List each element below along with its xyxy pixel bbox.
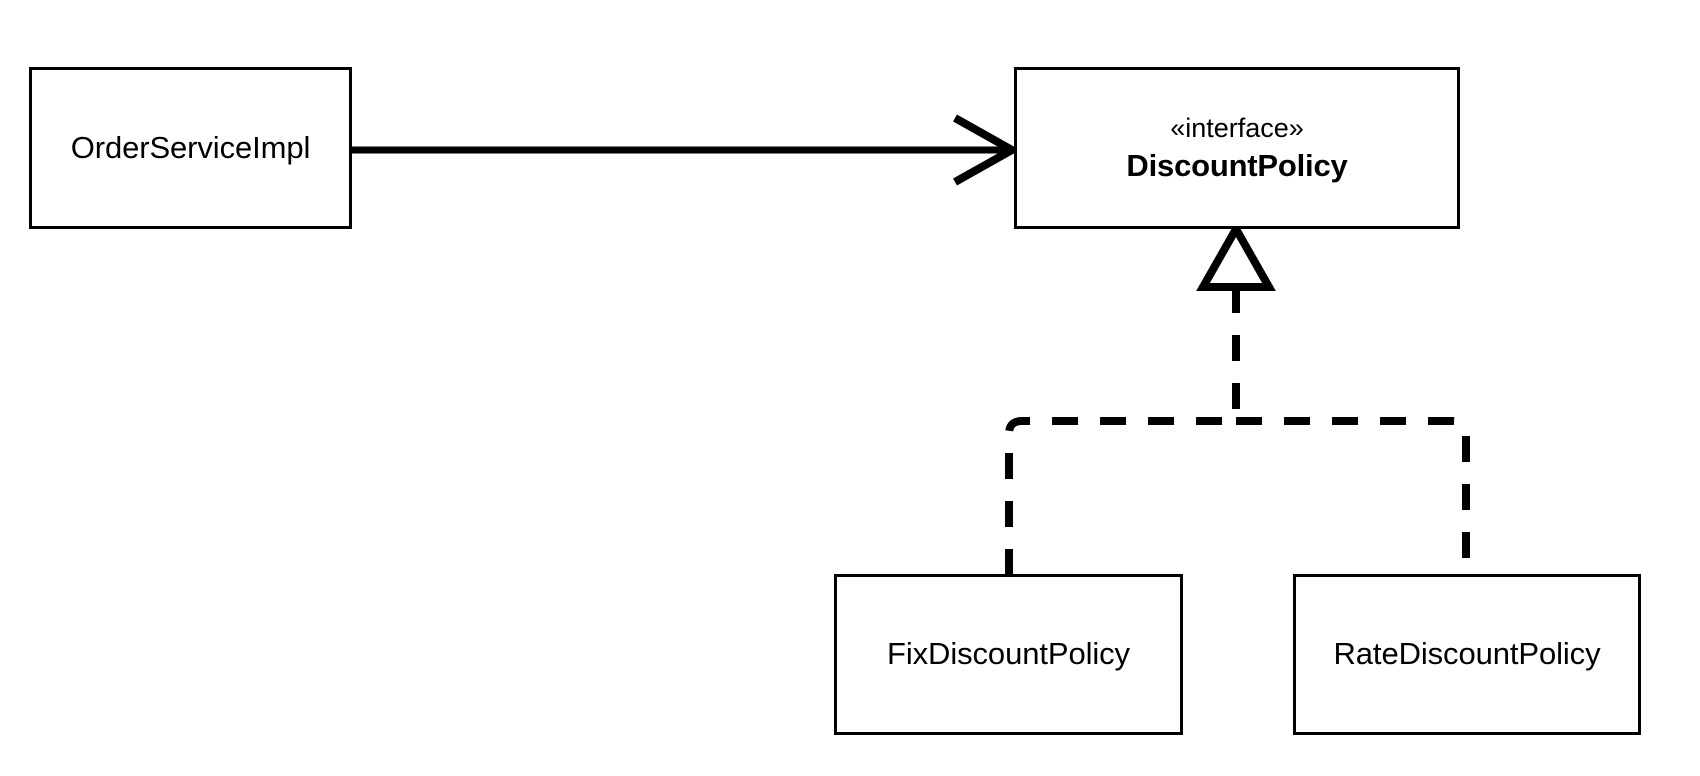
hollow-triangle-icon <box>1196 220 1276 291</box>
interface-node-discount-policy[interactable]: «interface» DiscountPolicy <box>1014 67 1460 229</box>
class-node-order-service-impl[interactable]: OrderServiceImpl <box>29 67 352 229</box>
class-name-label: OrderServiceImpl <box>70 129 311 165</box>
edge-realization-group <box>1005 220 1470 575</box>
realization-branch-rate-dashed <box>1236 417 1470 575</box>
class-node-rate-discount-policy[interactable]: RateDiscountPolicy <box>1293 574 1641 735</box>
stereotype-label: «interface» <box>1170 112 1304 143</box>
interface-name-label: DiscountPolicy <box>1126 147 1348 183</box>
edge-uses-order-service-to-discount-policy <box>352 114 1021 186</box>
realization-branch-fix-dashed <box>1005 417 1236 575</box>
class-name-label: RateDiscountPolicy <box>1333 636 1601 672</box>
open-arrow-icon <box>953 114 1021 186</box>
class-name-label: FixDiscountPolicy <box>887 636 1130 672</box>
class-node-fix-discount-policy[interactable]: FixDiscountPolicy <box>834 574 1183 735</box>
